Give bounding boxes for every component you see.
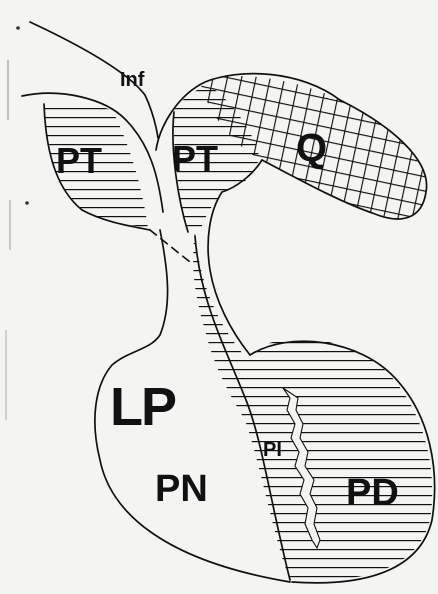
label-lp: LP bbox=[110, 380, 175, 434]
label-q: Q bbox=[296, 128, 327, 168]
label-pd: PD bbox=[346, 474, 399, 512]
label-pi: PI bbox=[263, 440, 282, 460]
label-pt-left: PT bbox=[56, 143, 102, 179]
label-pn: PN bbox=[155, 470, 208, 508]
label-pt-right: PT bbox=[172, 141, 218, 177]
label-inf: Inf bbox=[120, 70, 144, 90]
scan-margin-marks bbox=[6, 26, 29, 420]
